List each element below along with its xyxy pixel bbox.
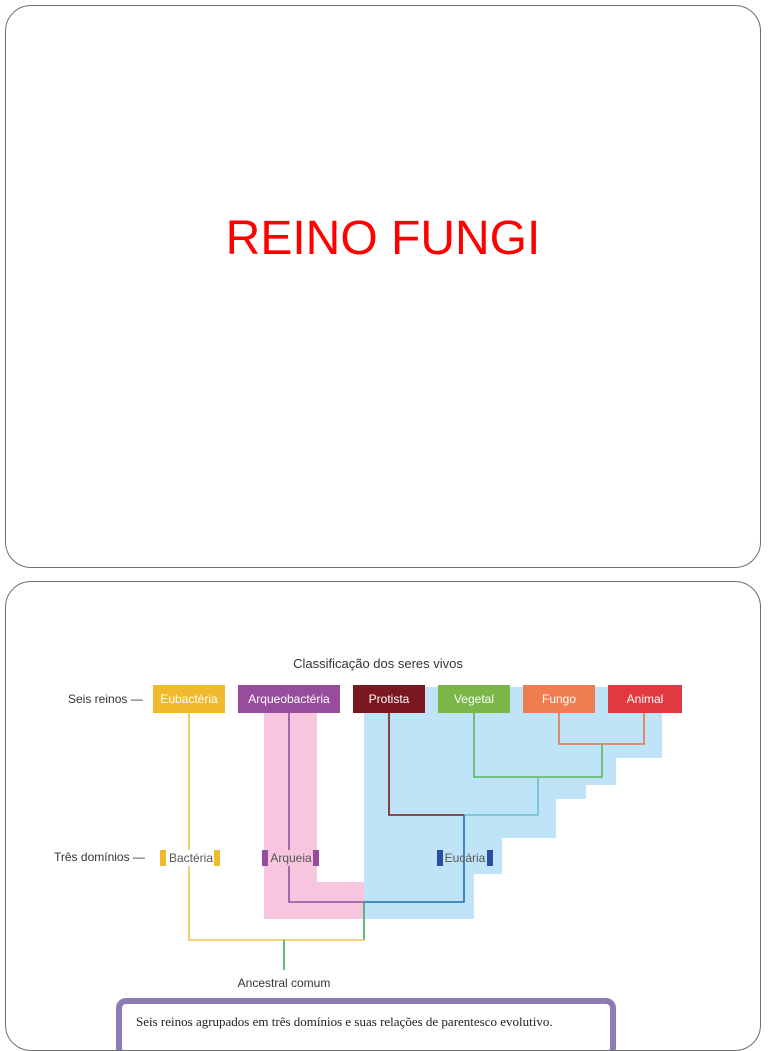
domain-marker-eukarya-left [437, 850, 443, 866]
kingdom-label-animal: Animal [627, 692, 664, 706]
kingdom-label-fungo: Fungo [542, 692, 576, 706]
domain-label-bacteria: Bactéria [169, 851, 213, 865]
kingdom-box-protista [353, 685, 425, 713]
slide-title: REINO FUNGI [225, 212, 541, 265]
kingdom-box-eubacteria [153, 685, 225, 713]
kingdom-box-animal [608, 685, 682, 713]
kingdom-box-archaebacteria [238, 685, 340, 713]
diagram-heading: Classificação dos seres vivos [293, 656, 463, 671]
domain-label-bg-archaea [269, 850, 313, 866]
archaea-region [264, 705, 364, 919]
domain-label-archaea: Arqueia [270, 851, 312, 865]
caption-box: Seis reinos agrupados em três domínios e… [116, 998, 616, 1050]
domain-marker-bacteria-right [214, 850, 220, 866]
branch-bacteria [188, 713, 364, 941]
domain-marker-eukarya-right [487, 850, 493, 866]
classification-diagram: Classificação dos seres vivos Seis reino… [54, 656, 682, 990]
kingdom-label-protista: Protista [369, 692, 410, 706]
branch-protista-join [464, 777, 539, 816]
kingdom-box-vegetal [438, 685, 510, 713]
branch-archaea [288, 713, 364, 903]
slide-1: REINO FUNGI [5, 5, 761, 568]
kingdom-label-vegetal: Vegetal [454, 692, 494, 706]
domain-marker-archaea-left [262, 850, 268, 866]
domain-label-bg-bacteria [167, 850, 215, 866]
root-label: Ancestral comum [238, 976, 331, 990]
slide-2: Classificação dos seres vivos Seis reino… [5, 581, 761, 1051]
domains-row-label: Três domínios — [54, 850, 145, 864]
domain-marker-archaea-right [313, 850, 319, 866]
domain-label-eukarya: Eucária [445, 851, 486, 865]
branch-protista [388, 713, 464, 816]
kingdom-box-fungo [523, 685, 595, 713]
branch-eukarya [364, 815, 465, 903]
kingdom-label-archaebacteria: Arqueobactéria [248, 692, 330, 706]
caption-text: Seis reinos agrupados em três domínios e… [136, 1014, 553, 1029]
domain-marker-bacteria-left [160, 850, 166, 866]
eukaryote-region [364, 687, 662, 919]
kingdom-label-eubacteria: Eubactéria [160, 692, 218, 706]
kingdoms-row-label: Seis reinos — [68, 692, 143, 706]
